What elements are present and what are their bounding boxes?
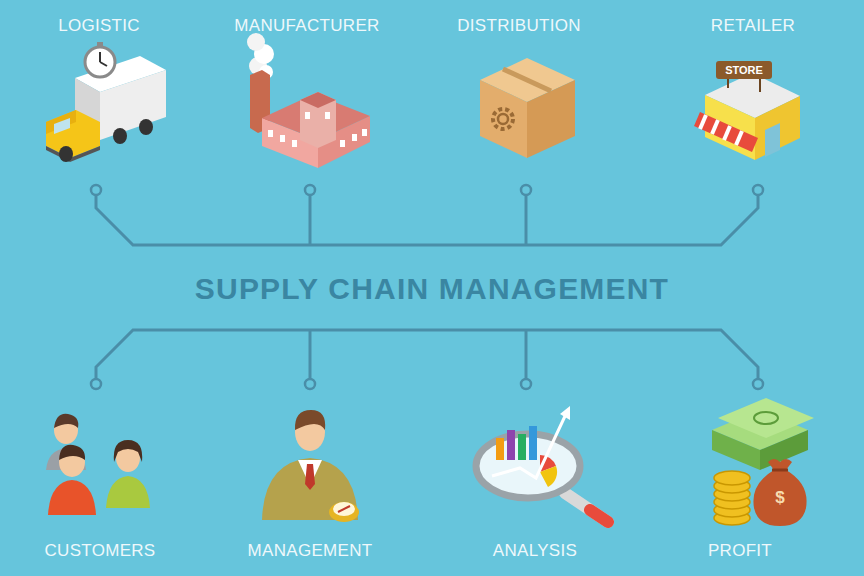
truck-icon [46,42,166,162]
item-name: CUSTOMERS [44,541,155,561]
diagram-title: SUPPLY CHAIN MANAGEMENT [195,272,669,306]
item-label: ANALYSIS [489,539,581,563]
analysis-icon [476,406,608,522]
branch-lines [96,195,758,379]
manager-icon [262,410,359,522]
money-icon [712,398,814,526]
dollar-sign: $ [775,488,784,508]
customers-icon [46,414,150,515]
item-label: RETAILER [707,14,799,38]
item-label: PROFIT [704,539,776,563]
item-label: LOGISTIC [54,14,144,38]
item-name: RETAILER [711,16,795,36]
store-sign-text: STORE [725,64,763,76]
item-label: MANUFACTURER [230,14,383,38]
store-icon [694,61,800,160]
item-name: MANAGEMENT [248,541,373,561]
item-name: LOGISTIC [58,16,140,36]
box-icon [480,58,575,158]
item-label: CUSTOMERS [40,539,159,563]
item-name: MANUFACTURER [234,16,379,36]
factory-icon [247,33,370,168]
item-name: ANALYSIS [493,541,577,561]
item-name: PROFIT [708,541,772,561]
branch-dots [91,185,763,389]
item-label: DISTRIBUTION [453,14,585,38]
item-label: MANAGEMENT [244,539,377,563]
item-name: DISTRIBUTION [457,16,581,36]
